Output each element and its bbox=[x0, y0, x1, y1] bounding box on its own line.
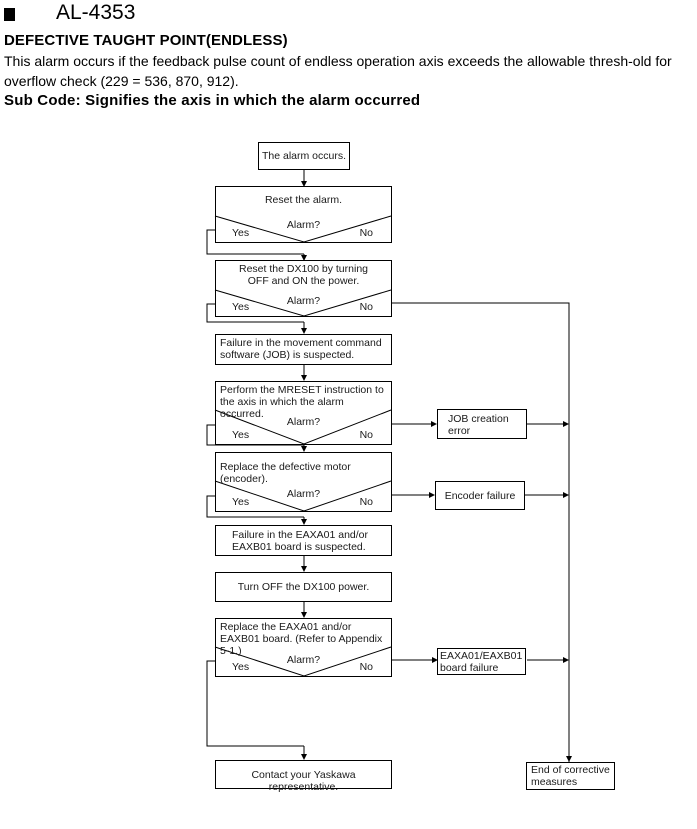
step-job-suspected: Failure in the movement command software… bbox=[215, 334, 392, 365]
result-encoder-failure: Encoder failure bbox=[435, 481, 525, 510]
flow-start-box: The alarm occurs. bbox=[258, 142, 350, 170]
step-text: Replace the EAXA01 and/or EAXB01 board. … bbox=[220, 621, 383, 657]
step-replace-motor: Replace the defective motor (encoder). A… bbox=[215, 452, 392, 512]
step-text: Perform the MRESET instruction to the ax… bbox=[220, 384, 384, 420]
result-text: EAXA01/EAXB01 board failure bbox=[440, 650, 523, 674]
sub-code: Sub Code: Signifies the axis in which th… bbox=[4, 92, 421, 109]
decision-question: Alarm? bbox=[286, 416, 321, 428]
result-text: JOB creation error bbox=[448, 413, 509, 437]
decision-question: Alarm? bbox=[286, 654, 321, 666]
yes-label: Yes bbox=[232, 429, 250, 441]
step-text: Reset the DX100 by turning OFF and ON th… bbox=[239, 263, 368, 287]
no-path-right-rail bbox=[391, 302, 570, 762]
no-label: No bbox=[359, 429, 373, 441]
result-end: End of corrective measures bbox=[526, 762, 615, 790]
no-label: No bbox=[359, 227, 373, 239]
step-mreset: Perform the MRESET instruction to the ax… bbox=[215, 381, 392, 445]
alarm-code: AL-4353 bbox=[56, 1, 136, 24]
decision-question: Alarm? bbox=[286, 219, 321, 231]
black-square-icon bbox=[4, 7, 15, 21]
header-bullet bbox=[4, 0, 15, 26]
result-board-failure: EAXA01/EAXB01 board failure bbox=[437, 648, 526, 675]
result-text: End of corrective measures bbox=[531, 764, 610, 788]
step-text: Failure in the movement command software… bbox=[220, 337, 382, 361]
step-text: Failure in the EAXA01 and/or EAXB01 boar… bbox=[232, 529, 368, 553]
result-text: Contact your Yaskawa representative. bbox=[251, 769, 356, 793]
decision-question: Alarm? bbox=[286, 295, 321, 307]
result-text: Encoder failure bbox=[444, 490, 516, 502]
result-contact-yaskawa: Contact your Yaskawa representative. bbox=[215, 760, 392, 793]
step-board-suspected: Failure in the EAXA01 and/or EAXB01 boar… bbox=[215, 525, 392, 556]
step-turn-off-power: Turn OFF the DX100 power. bbox=[215, 572, 392, 602]
yes-label: Yes bbox=[232, 661, 250, 673]
alarm-description: This alarm occurs if the feedback pulse … bbox=[4, 53, 672, 89]
step-reset-dx100: Reset the DX100 by turning OFF and ON th… bbox=[215, 260, 392, 317]
step-replace-board: Replace the EAXA01 and/or EAXB01 board. … bbox=[215, 618, 392, 677]
alarm-title: DEFECTIVE TAUGHT POINT(ENDLESS) bbox=[4, 32, 288, 49]
flow-start-text: The alarm occurs. bbox=[261, 150, 347, 162]
step-text: Replace the defective motor (encoder). bbox=[220, 461, 351, 485]
step-text: Reset the alarm. bbox=[264, 194, 343, 206]
decision-question: Alarm? bbox=[286, 488, 321, 500]
yes-label: Yes bbox=[232, 496, 250, 508]
no-label: No bbox=[359, 661, 373, 673]
yes-label: Yes bbox=[232, 301, 250, 313]
step-text: Turn OFF the DX100 power. bbox=[237, 581, 370, 593]
no-label: No bbox=[359, 301, 373, 313]
yes-label: Yes bbox=[232, 227, 250, 239]
step-reset-alarm: Reset the alarm. Alarm? Yes No bbox=[215, 186, 392, 243]
no-label: No bbox=[359, 496, 373, 508]
result-job-error: JOB creation error bbox=[437, 409, 527, 439]
